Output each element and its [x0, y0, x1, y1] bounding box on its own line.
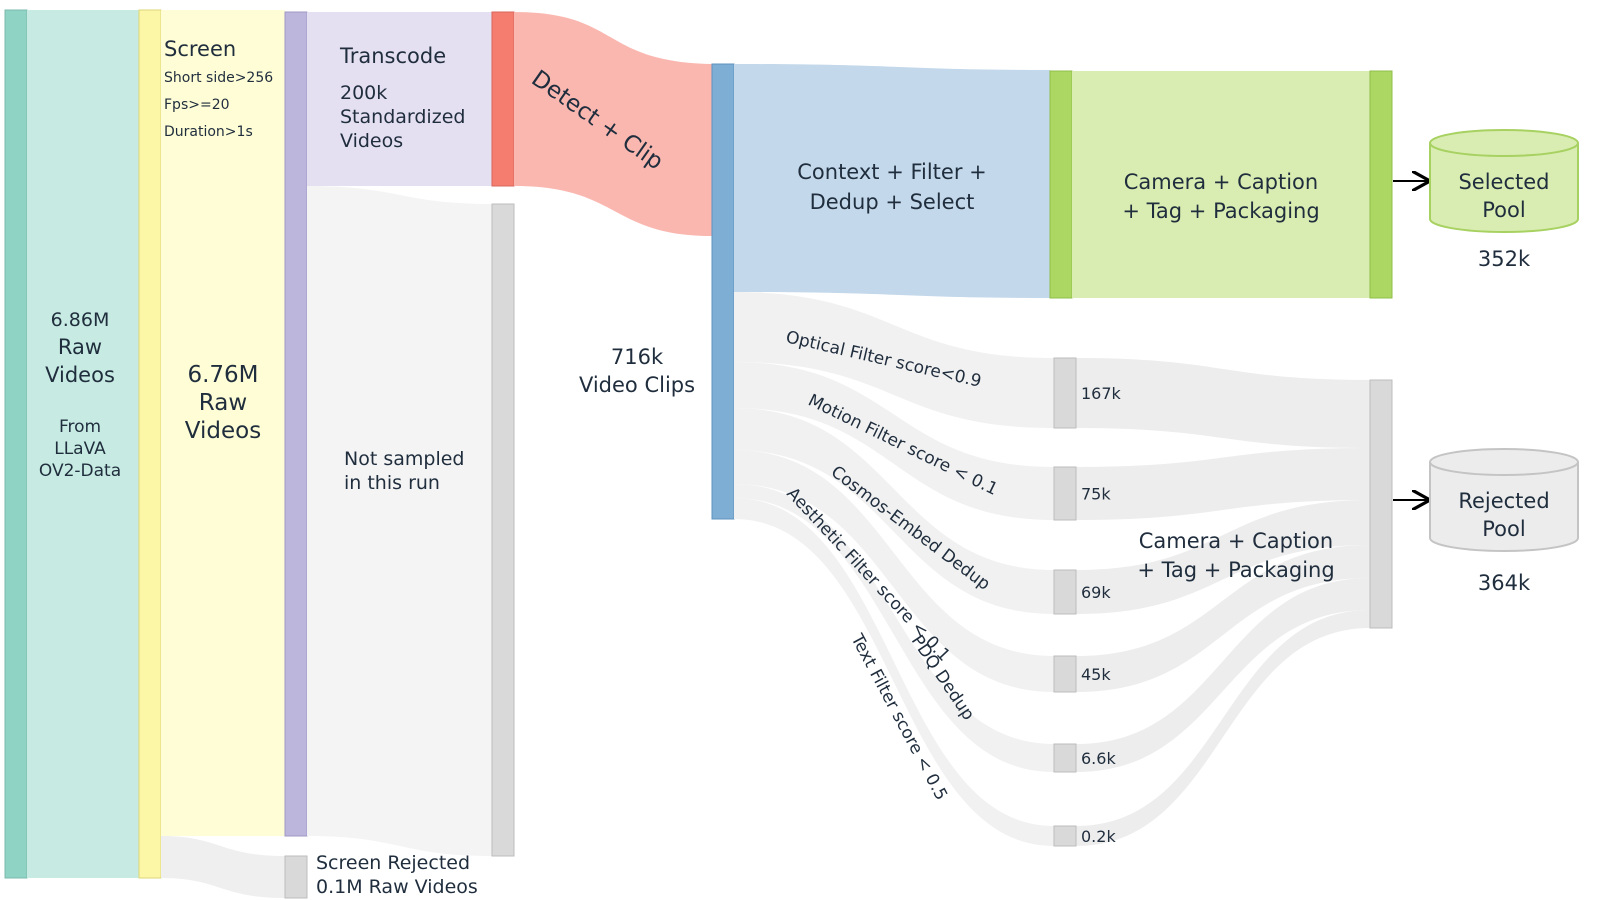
detect-clip-bar — [491, 11, 515, 187]
filter-flow-out — [1076, 545, 1370, 692]
raw-source-text: From — [59, 417, 101, 437]
screen-rejected-title: Screen Rejected — [316, 852, 470, 874]
transcode-node — [307, 12, 492, 186]
screen-rejected-count: 0.1M Raw Videos — [316, 876, 478, 898]
filter-flow-in — [734, 484, 1054, 772]
filter-flow-out — [1076, 610, 1370, 846]
not-sampled-flow — [307, 186, 492, 856]
filter-flow-out — [1076, 358, 1370, 448]
raw-source-text-2: LLaVA — [54, 439, 106, 459]
clips-label: Video Clips — [579, 373, 695, 397]
transcode-label: Standardized — [340, 106, 465, 128]
rejected-pool-label-2: Pool — [1482, 517, 1525, 541]
screen-count-text: 6.76M — [187, 362, 258, 388]
rejected-pool-cylinder — [1429, 448, 1579, 552]
filter-bar — [1053, 357, 1077, 429]
camera-node — [1072, 71, 1392, 298]
camera-text: Camera + Caption — [1124, 170, 1318, 194]
filter-bar — [1053, 743, 1077, 773]
rejected-camera-text: Camera + Caption — [1139, 529, 1333, 553]
filter-flow-out — [1076, 448, 1370, 520]
clips-count: 716k — [611, 345, 664, 369]
filter-bar — [1053, 825, 1077, 847]
screen-criterion-short-side: Short side>256 — [164, 70, 273, 86]
filter-count: 75k — [1081, 485, 1111, 504]
raw-label-text-2: Videos — [45, 363, 115, 387]
filter-bar — [1053, 466, 1077, 521]
not-sampled-text-2: in this run — [344, 472, 440, 494]
filter-flow-in — [734, 408, 1054, 614]
screen-label-text-2: Videos — [185, 418, 261, 444]
screen-bar — [138, 9, 162, 879]
screen-criterion-duration: Duration>1s — [164, 124, 253, 140]
filter-flow-in — [734, 292, 1054, 428]
raw-videos-bar — [4, 9, 28, 879]
filter-count: 45k — [1081, 665, 1111, 684]
rejected-pool-label: Rejected — [1458, 489, 1549, 513]
transcode-count: 200k — [340, 82, 387, 104]
filter-flow-in — [734, 450, 1054, 692]
screen-rejected-bar — [284, 855, 308, 899]
raw-source-text-3: OV2-Data — [39, 461, 121, 481]
filter-count: 69k — [1081, 583, 1111, 602]
camera-bar-left — [1049, 70, 1073, 299]
filter-flows — [734, 292, 1370, 846]
screen-node — [161, 10, 285, 836]
filter-flow-in — [734, 498, 1054, 846]
transcode-label-2: Videos — [340, 130, 403, 152]
filter-bar — [1053, 569, 1077, 615]
selected-pool-label-2: Pool — [1482, 198, 1525, 222]
context-flow — [734, 64, 1050, 298]
not-sampled-text: Not sampled — [344, 448, 464, 470]
raw-count-text: 6.86M — [51, 309, 110, 331]
filter-bars — [1053, 357, 1077, 847]
selected-pool-cylinder — [1429, 129, 1579, 233]
filter-flow-out — [1076, 578, 1370, 772]
not-sampled-bar — [491, 203, 515, 857]
screen-criterion-fps: Fps>=20 — [164, 97, 230, 113]
raw-videos-node — [27, 10, 139, 878]
filter-count: 0.2k — [1081, 827, 1116, 846]
raw-label-text: Raw — [58, 335, 102, 359]
rejected-camera-text-2: + Tag + Packaging — [1137, 558, 1334, 582]
detect-clip-flow — [514, 12, 712, 236]
selected-pool-count: 352k — [1478, 247, 1531, 271]
context-text: Context + Filter + — [797, 160, 987, 184]
filter-flow-out — [1076, 500, 1370, 614]
filter-count: 6.6k — [1081, 749, 1116, 768]
selected-pool-label: Selected — [1458, 170, 1549, 194]
camera-text-2: + Tag + Packaging — [1122, 199, 1319, 223]
context-text-2: Dedup + Select — [810, 190, 975, 214]
screen-title: Screen — [164, 37, 236, 61]
screen-label-text: Raw — [199, 390, 247, 416]
rejected-camera-bar — [1369, 379, 1393, 629]
camera-bar-right — [1369, 70, 1393, 299]
rejected-pool-count: 364k — [1478, 571, 1531, 595]
filter-flow-in — [734, 362, 1054, 520]
transcode-bar — [284, 11, 308, 837]
screen-reject-flow — [161, 836, 285, 898]
filter-count: 167k — [1081, 384, 1122, 403]
filter-bar — [1053, 655, 1077, 693]
transcode-title: Transcode — [339, 44, 446, 68]
clips-bar — [711, 63, 735, 520]
